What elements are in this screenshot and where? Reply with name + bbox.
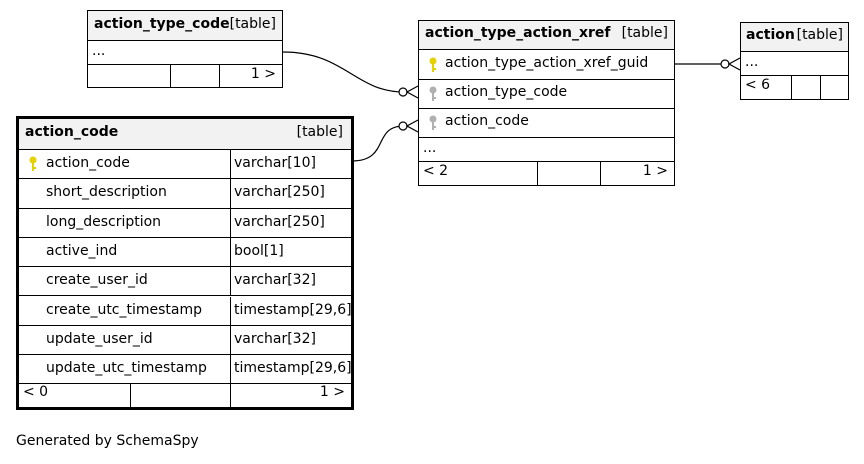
column-type: timestamp[29,6] [234, 301, 352, 318]
table-name: action [746, 27, 795, 43]
column-name: action_type_code [445, 84, 568, 100]
table-action-code[interactable]: action_code [table] action_code varchar[1… [16, 116, 354, 410]
table-kind: [table] [621, 25, 668, 41]
edge-action-type-code [282, 51, 405, 93]
column-row: long_description varchar[250] [19, 208, 351, 238]
parents-count[interactable]: < 6 [745, 77, 771, 93]
primary-key-icon [429, 57, 437, 72]
column-row: action_code [419, 109, 674, 138]
table-header: action_code [table] [19, 119, 351, 150]
column-row: create_utc_timestamp timestamp[29,6] [19, 296, 352, 326]
column-row: update_user_id varchar[32] [19, 325, 351, 356]
column-name: short_description [46, 184, 167, 201]
edge-crowfoot [727, 57, 741, 71]
ellipsis: ... [92, 43, 106, 59]
footer-row: < 2 1 > [419, 162, 674, 185]
generated-by-label: Generated by SchemaSpy [16, 433, 199, 449]
children-count[interactable]: 1 > [319, 384, 345, 400]
primary-key-icon [29, 156, 37, 171]
foreign-key-icon [429, 115, 437, 130]
column-name: active_ind [46, 242, 118, 259]
column-type: varchar[10] [234, 155, 316, 171]
table-action-type-action-xref[interactable]: action_type_action_xref [table] action_t… [418, 20, 675, 186]
table-name: action_code [25, 124, 119, 140]
parents-count[interactable]: < 2 [423, 163, 449, 179]
ellipsis-row: ... [88, 41, 282, 65]
column-name: create_utc_timestamp [46, 301, 203, 318]
column-name: long_description [46, 213, 162, 230]
column-name: update_utc_timestamp [46, 360, 207, 377]
ellipsis: ... [745, 54, 759, 70]
table-action-type-code[interactable]: action_type_code [table] ... 1 > [87, 10, 283, 88]
column-name: action_code [46, 155, 130, 171]
column-name: update_user_id [46, 330, 153, 347]
ellipsis-row: ... [419, 138, 674, 162]
table-kind: [table] [296, 124, 343, 140]
ellipsis: ... [423, 140, 437, 156]
column-row: update_utc_timestamp timestamp[29,6] [19, 355, 352, 385]
edge-crowfoot [405, 119, 419, 133]
children-count[interactable]: 1 > [642, 163, 668, 179]
footer-row: < 0 1 > [19, 383, 351, 407]
column-row: action_type_code [419, 80, 674, 109]
edge-crowfoot [405, 85, 419, 99]
column-row: action_type_action_xref_guid [419, 50, 674, 80]
column-type: varchar[250] [234, 184, 325, 201]
children-count[interactable]: 1 > [250, 66, 276, 82]
foreign-key-icon [429, 86, 437, 101]
ellipsis-row: ... [741, 52, 848, 76]
table-header: action [table] [741, 23, 848, 52]
column-row: active_ind bool[1] [19, 237, 351, 268]
column-type: timestamp[29,6] [234, 360, 352, 377]
column-row: short_description varchar[250] [19, 179, 351, 209]
column-type: varchar[250] [234, 213, 325, 230]
table-action[interactable]: action [table] ... < 6 [740, 22, 849, 100]
table-name: action_type_action_xref [425, 25, 611, 41]
column-type: bool[1] [234, 242, 284, 259]
table-header: action_type_action_xref [table] [419, 21, 674, 50]
column-type: varchar[32] [234, 330, 316, 347]
column-name: action_code [445, 113, 529, 129]
column-name: create_user_id [46, 272, 148, 289]
footer-row: < 6 [741, 76, 848, 99]
table-kind: [table] [229, 16, 276, 32]
column-type: varchar[32] [234, 272, 316, 289]
column-name: action_type_action_xref_guid [445, 55, 649, 71]
table-kind: [table] [796, 27, 843, 43]
footer-row: 1 > [88, 65, 282, 87]
parents-count[interactable]: < 0 [23, 384, 49, 400]
column-row: create_user_id varchar[32] [19, 267, 351, 297]
edge-action-code [351, 125, 405, 162]
column-row: action_code varchar[10] [19, 150, 351, 180]
table-header: action_type_code [table] [88, 11, 282, 41]
table-name: action_type_code [94, 16, 230, 32]
